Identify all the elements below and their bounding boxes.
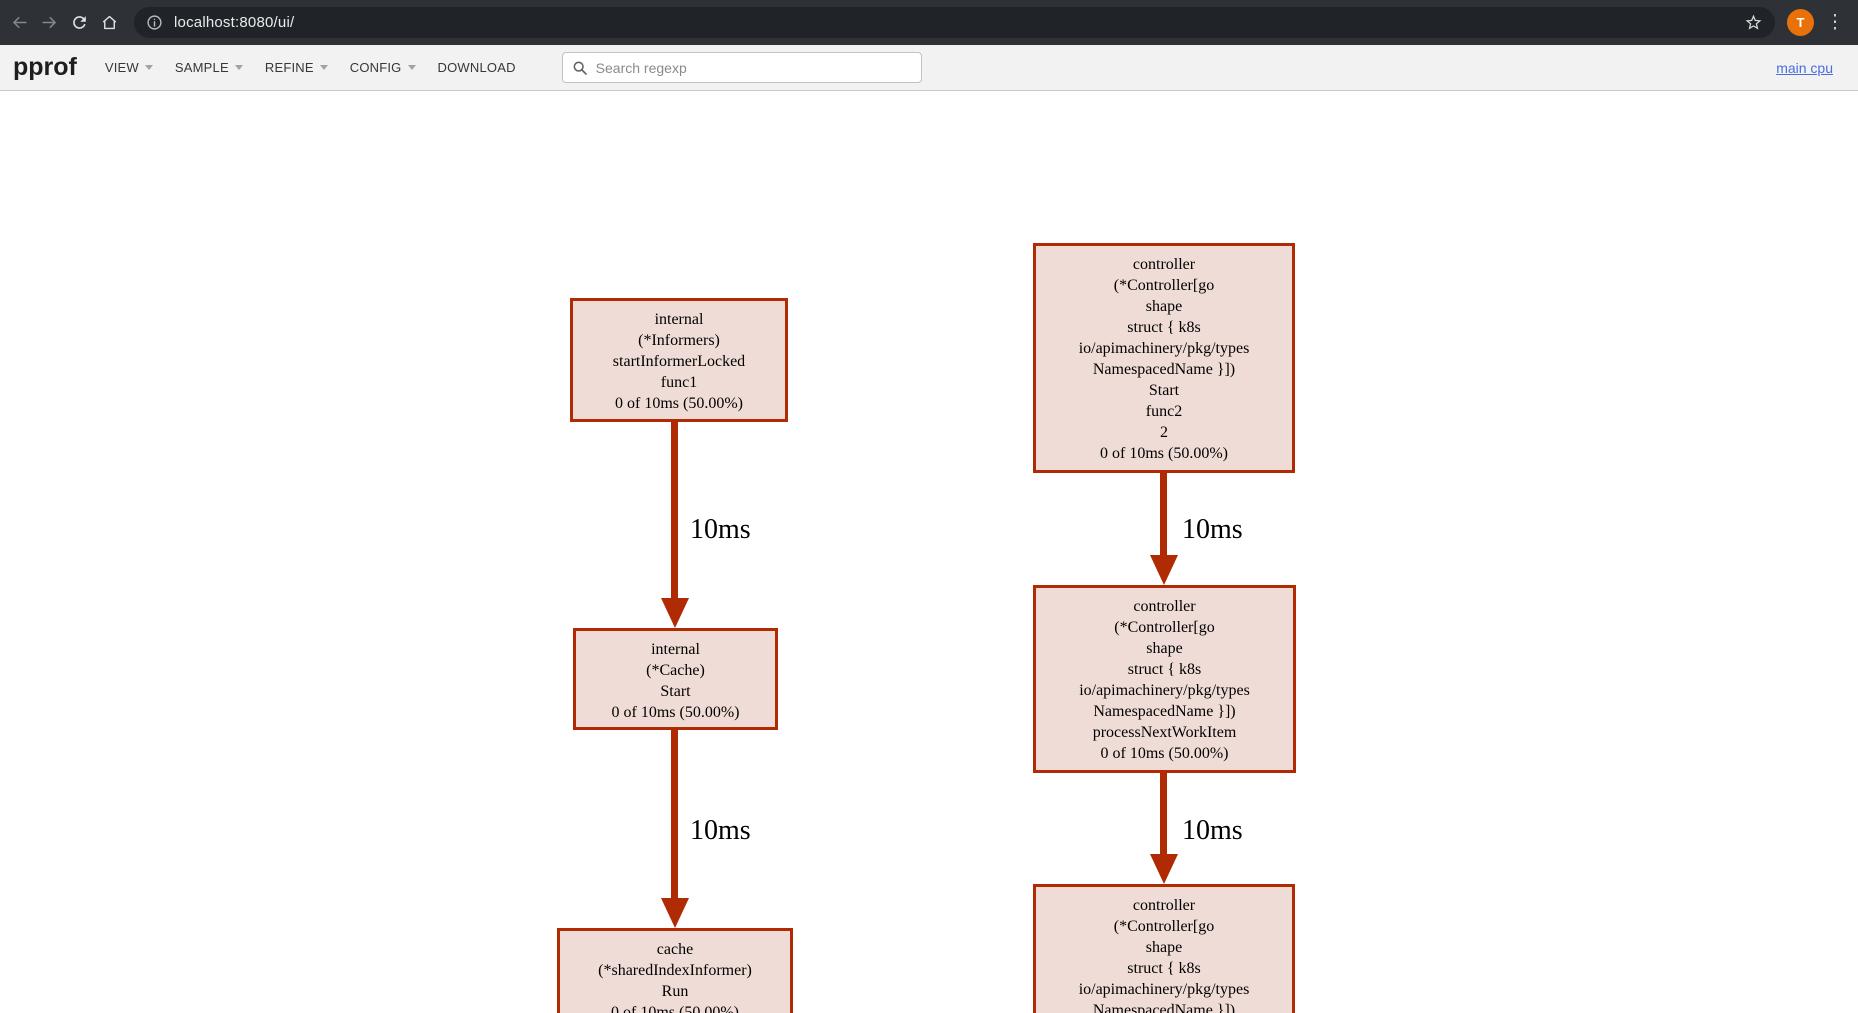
menu-view-label: VIEW bbox=[105, 60, 139, 75]
browser-toolbar: localhost:8080/ui/ T ⋮ bbox=[0, 0, 1858, 45]
forward-icon[interactable] bbox=[34, 8, 64, 38]
pprof-header: pprof VIEW SAMPLE REFINE CONFIG DOWNLOAD… bbox=[0, 45, 1858, 91]
menu-sample[interactable]: SAMPLE bbox=[173, 54, 245, 81]
graph-node-shared-index-informer-run[interactable]: cache (*sharedIndexInformer) Run 0 of 10… bbox=[557, 928, 793, 1013]
bookmark-star-icon[interactable] bbox=[1744, 13, 1763, 32]
edge-arrowhead-icon bbox=[661, 898, 689, 928]
menu-config-label: CONFIG bbox=[350, 60, 402, 75]
profile-avatar[interactable]: T bbox=[1787, 9, 1814, 36]
back-icon[interactable] bbox=[4, 8, 34, 38]
edge-weight-label: 10ms bbox=[1182, 816, 1243, 846]
profile-name-link[interactable]: main cpu bbox=[1776, 60, 1833, 76]
edge-arrowhead-icon bbox=[1150, 555, 1178, 585]
search-icon bbox=[572, 60, 588, 76]
reload-icon[interactable] bbox=[64, 8, 94, 38]
graph-node-start-informer-locked[interactable]: internal (*Informers) startInformerLocke… bbox=[570, 298, 788, 422]
pprof-logo: pprof bbox=[13, 53, 77, 82]
search-box bbox=[562, 52, 922, 83]
chevron-down-icon bbox=[145, 65, 153, 70]
menu-download-label: DOWNLOAD bbox=[438, 60, 516, 75]
menu-sample-label: SAMPLE bbox=[175, 60, 229, 75]
edge-weight-label: 10ms bbox=[690, 515, 751, 545]
chevron-down-icon bbox=[235, 65, 243, 70]
edge-weight-label: 10ms bbox=[1182, 515, 1243, 545]
edge-line bbox=[671, 730, 678, 898]
menu-view[interactable]: VIEW bbox=[103, 54, 155, 81]
call-graph: 10ms 10ms 10ms 10ms internal (*Informers… bbox=[0, 91, 1858, 1013]
menu-download[interactable]: DOWNLOAD bbox=[436, 54, 518, 81]
address-bar[interactable]: localhost:8080/ui/ bbox=[134, 7, 1775, 38]
menu-config[interactable]: CONFIG bbox=[348, 54, 418, 81]
search-input[interactable] bbox=[596, 60, 912, 76]
browser-menu-icon[interactable]: ⋮ bbox=[1822, 8, 1848, 38]
menu-refine[interactable]: REFINE bbox=[263, 54, 330, 81]
graph-node-controller-bottom[interactable]: controller (*Controller[go shape struct … bbox=[1033, 884, 1295, 1013]
chevron-down-icon bbox=[408, 65, 416, 70]
graph-node-cache-start[interactable]: internal (*Cache) Start 0 of 10ms (50.00… bbox=[573, 628, 778, 730]
menu-refine-label: REFINE bbox=[265, 60, 314, 75]
edge-arrowhead-icon bbox=[1150, 854, 1178, 884]
site-info-icon[interactable] bbox=[146, 14, 163, 31]
edge-line bbox=[671, 422, 678, 598]
chevron-down-icon bbox=[320, 65, 328, 70]
edge-line bbox=[1160, 773, 1167, 854]
graph-node-process-next-work-item[interactable]: controller (*Controller[go shape struct … bbox=[1033, 585, 1296, 773]
edge-line bbox=[1160, 473, 1167, 555]
home-icon[interactable] bbox=[94, 8, 124, 38]
edge-weight-label: 10ms bbox=[690, 816, 751, 846]
edge-arrowhead-icon bbox=[661, 598, 689, 628]
graph-node-controller-start-func2[interactable]: controller (*Controller[go shape struct … bbox=[1033, 243, 1295, 473]
url-text: localhost:8080/ui/ bbox=[174, 14, 294, 31]
